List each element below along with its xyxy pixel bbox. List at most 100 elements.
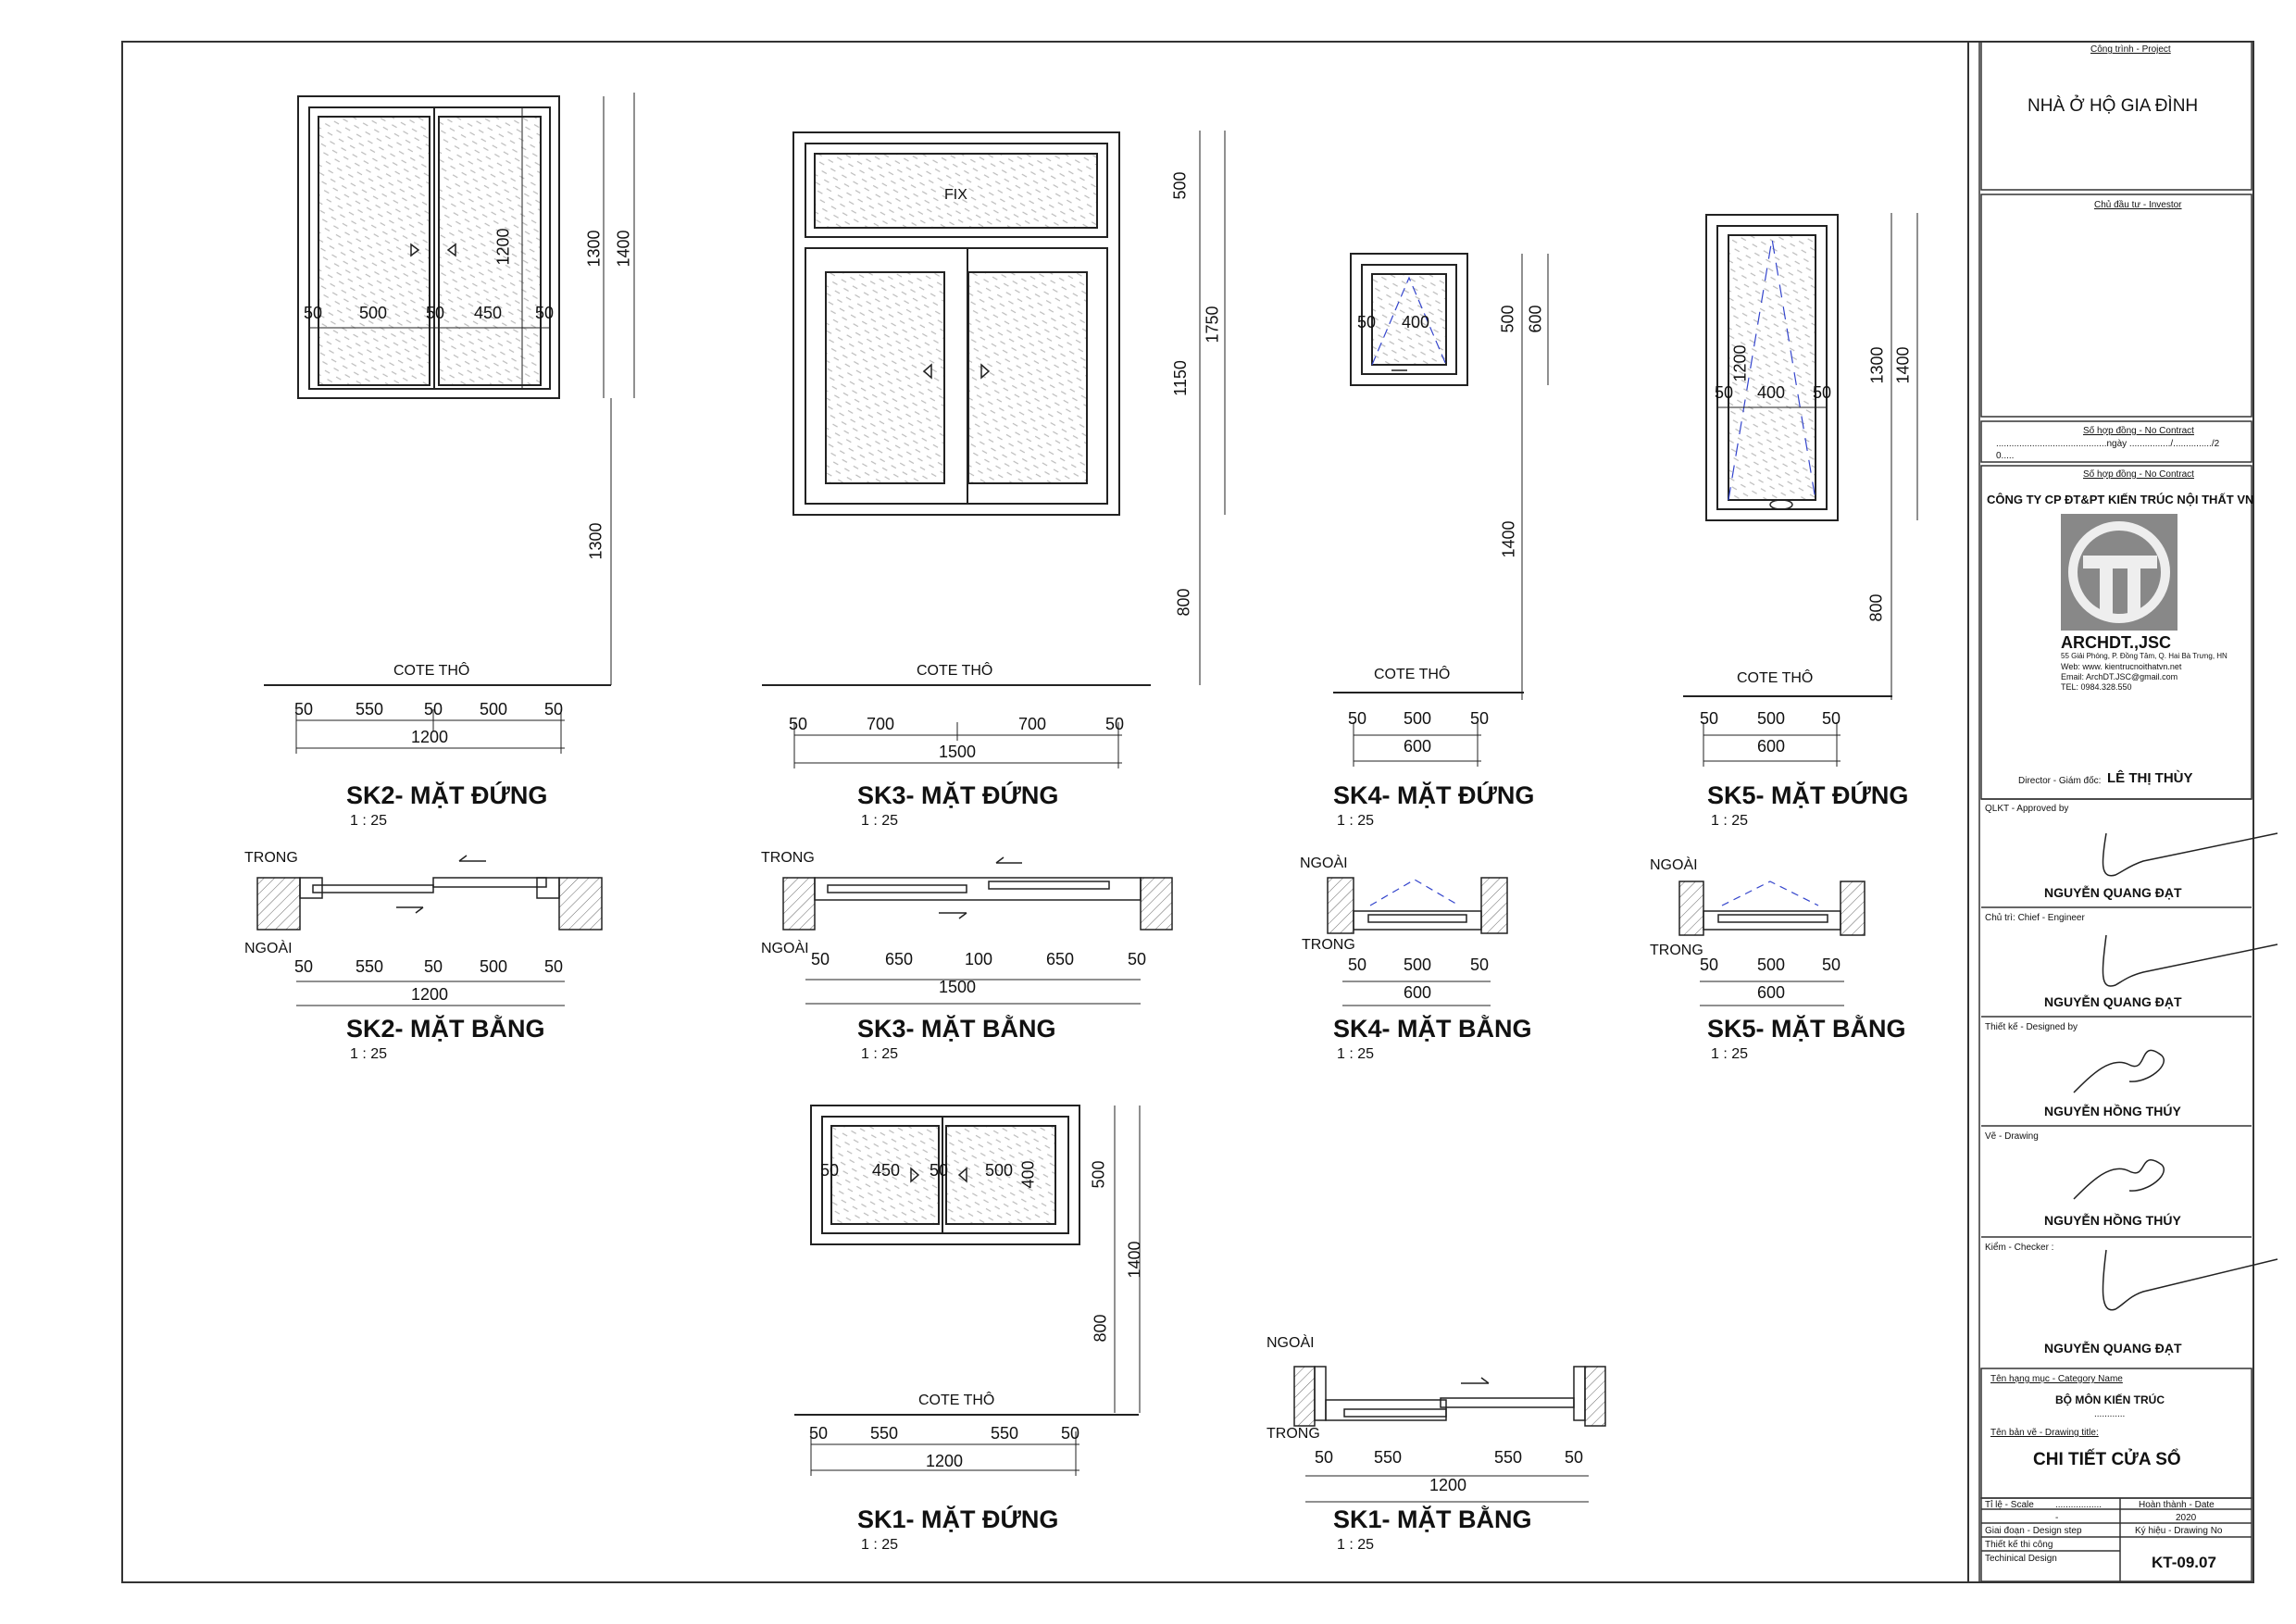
chief-label: Chủ trì: Chief - Engineer bbox=[1985, 913, 2085, 923]
sk3-elevation bbox=[792, 131, 1226, 685]
dim-text: 550 bbox=[356, 700, 384, 718]
sk4-elevation-scale: 1 : 25 bbox=[1337, 813, 1375, 829]
dim-text: 550 bbox=[1374, 1448, 1403, 1467]
cote-label: COTE THÔ bbox=[393, 663, 470, 679]
inside-label: TRONG bbox=[1650, 943, 1703, 958]
dim-text: 1500 bbox=[939, 743, 977, 761]
dim-text: 50 bbox=[1061, 1424, 1080, 1443]
company-web: Web: www. kientrucnoithatvn.net bbox=[2061, 662, 2182, 671]
sk3-plan bbox=[782, 856, 1173, 1005]
cote-label: COTE THÔ bbox=[1737, 670, 1814, 686]
dim-text: 550 bbox=[356, 957, 384, 976]
dim-text: 600 bbox=[1404, 737, 1432, 756]
contract-line: ........................................… bbox=[1996, 439, 2220, 449]
dim-text: 600 bbox=[1757, 737, 1786, 756]
fix-label: FIX bbox=[944, 187, 967, 203]
dim-text: 800 bbox=[1091, 1314, 1110, 1343]
dim-text: 50 bbox=[1715, 383, 1734, 402]
dim-text: 50 bbox=[1470, 709, 1490, 728]
sk2-plan bbox=[256, 855, 603, 1006]
dim-text: 400 bbox=[1018, 1160, 1038, 1189]
dim-text: 50 bbox=[294, 700, 314, 718]
director-label: Director - Giám đốc: bbox=[2018, 776, 2102, 786]
category-label: Tên hạng mục - Category Name bbox=[1990, 1374, 2123, 1384]
sk4-plan-scale: 1 : 25 bbox=[1337, 1046, 1375, 1062]
design-step-value-en: Techinical Design bbox=[1985, 1554, 2057, 1564]
dim-text: 50 bbox=[789, 715, 808, 733]
dim-text: 50 bbox=[811, 950, 830, 968]
dim-text: 50 bbox=[426, 304, 445, 322]
dim-text: 50 bbox=[820, 1161, 840, 1180]
dim-text: 500 bbox=[1404, 709, 1432, 728]
inside-label: TRONG bbox=[244, 850, 298, 866]
dim-text: 450 bbox=[474, 304, 503, 322]
sk4-elevation-title: SK4- MẶT ĐỨNG bbox=[1333, 781, 1535, 809]
cote-label: COTE THÔ bbox=[1374, 667, 1451, 682]
approved-name: NGUYỄN QUANG ĐẠT bbox=[2044, 885, 2182, 900]
signature-chief bbox=[2102, 934, 2278, 987]
dim-text: 500 bbox=[480, 700, 508, 718]
dim-text: 700 bbox=[867, 715, 895, 733]
chief-name: NGUYỄN QUANG ĐẠT bbox=[2044, 994, 2182, 1009]
dim-text: 1150 bbox=[1170, 360, 1190, 396]
dim-text: 1200 bbox=[1429, 1476, 1467, 1494]
design-step-value: Thiết kế thi công bbox=[1985, 1540, 2053, 1550]
dim-text: 500 bbox=[1404, 956, 1432, 974]
dim-text: 50 bbox=[1348, 709, 1367, 728]
approved-label: QLKT - Approved by bbox=[1985, 804, 2069, 814]
dim-text: 500 bbox=[1757, 709, 1786, 728]
category-dots: ............ bbox=[2094, 1409, 2126, 1419]
dim-text: 50 bbox=[1470, 956, 1490, 974]
dim-text: 550 bbox=[1494, 1448, 1523, 1467]
dim-text: 500 bbox=[480, 957, 508, 976]
signature-drawing bbox=[2073, 1159, 2165, 1200]
dim-text: 550 bbox=[870, 1424, 899, 1443]
dim-text: 50 bbox=[424, 700, 443, 718]
sk4-elevation bbox=[1350, 253, 1549, 700]
dim-text: 650 bbox=[1046, 950, 1075, 968]
dim-text: 50 bbox=[1565, 1448, 1584, 1467]
dim-text: 50 bbox=[294, 957, 314, 976]
designed-name: NGUYỄN HỒNG THÚY bbox=[2044, 1104, 2181, 1118]
dim-text: 700 bbox=[1018, 715, 1047, 733]
dim-text: 400 bbox=[1757, 383, 1786, 402]
dim-text: 500 bbox=[985, 1161, 1014, 1180]
checker-name: NGUYỄN QUANG ĐẠT bbox=[2044, 1341, 2182, 1355]
signature-checker bbox=[2102, 1249, 2278, 1311]
outside-label: NGOÀI bbox=[244, 941, 293, 956]
dim-text: 50 bbox=[1315, 1448, 1334, 1467]
sk5-elevation-title: SK5- MẶT ĐỨNG bbox=[1707, 781, 1909, 809]
dim-text: 50 bbox=[424, 957, 443, 976]
drawing-no-label: Ký hiệu - Drawing No bbox=[2135, 1526, 2223, 1536]
dim-text: 800 bbox=[1174, 588, 1193, 617]
dim-text: 550 bbox=[991, 1424, 1019, 1443]
sk1-elevation-title: SK1- MẶT ĐỨNG bbox=[857, 1505, 1059, 1533]
outside-label: NGOÀI bbox=[1650, 857, 1698, 873]
dim-text: 1400 bbox=[1893, 346, 1913, 384]
dim-text: 50 bbox=[1822, 956, 1841, 974]
dim-text: 500 bbox=[359, 304, 388, 322]
dim-text: 50 bbox=[1357, 313, 1377, 331]
dim-text: 50 bbox=[1700, 956, 1719, 974]
drawing-title: CHI TIẾT CỬA SỔ bbox=[2033, 1450, 2181, 1469]
dim-text: 50 bbox=[1105, 715, 1125, 733]
scale-label: Tỉ lệ - Scale bbox=[1985, 1500, 2034, 1510]
dim-text: 1750 bbox=[1203, 306, 1222, 344]
sk3-elevation-scale: 1 : 25 bbox=[861, 813, 899, 829]
dim-text: 50 bbox=[1822, 709, 1841, 728]
dim-text: 50 bbox=[1813, 383, 1832, 402]
signature-designed bbox=[2073, 1049, 2165, 1093]
dim-text: 50 bbox=[1128, 950, 1147, 968]
sk5-plan-scale: 1 : 25 bbox=[1711, 1046, 1749, 1062]
dim-text: 50 bbox=[1700, 709, 1719, 728]
company-tel: TEL: 0984.328.550 bbox=[2061, 682, 2132, 692]
dim-text: 500 bbox=[1089, 1160, 1108, 1189]
project-label: Công trình - Project bbox=[2090, 44, 2171, 55]
dim-text: 500 bbox=[1757, 956, 1786, 974]
sk1-plan-scale: 1 : 25 bbox=[1337, 1537, 1375, 1553]
dim-text: 600 bbox=[1526, 305, 1545, 333]
design-step-label: Giai đoạn - Design step bbox=[1985, 1526, 2082, 1536]
dim-text: 100 bbox=[965, 950, 993, 968]
sk1-elevation-scale: 1 : 25 bbox=[861, 1537, 899, 1553]
sk2-elevation-scale: 1 : 25 bbox=[350, 813, 388, 829]
